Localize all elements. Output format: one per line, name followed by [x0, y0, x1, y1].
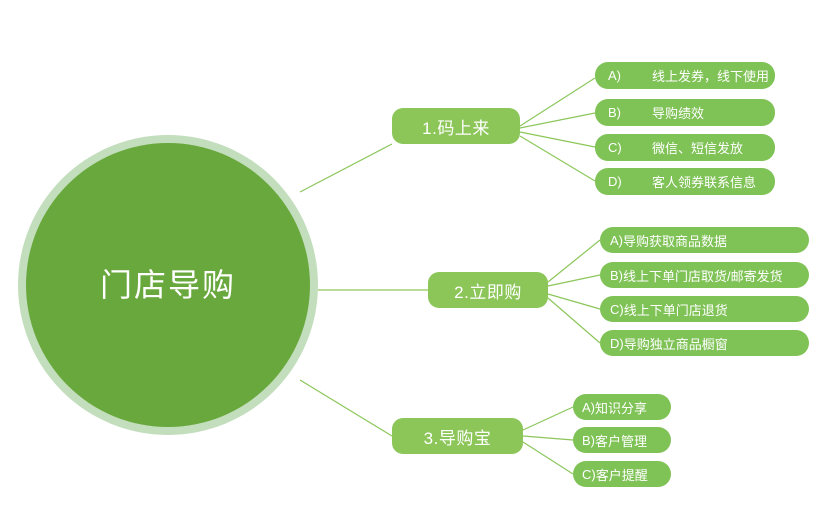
edge-branch-3-leaf-A: [522, 406, 574, 431]
leaf-node-3-a-text: 知识分享: [595, 400, 648, 416]
branch-node-2-label: 2.立即购: [454, 282, 522, 302]
branch-node-1[interactable]: 1.码上来: [392, 108, 520, 144]
leaf-node-2-c-key: C): [610, 301, 624, 317]
leaf-node-2-a[interactable]: A) 导购获取商品数据: [600, 227, 809, 253]
leaf-node-2-b-text: 线上下单门店取货/邮寄发货: [623, 268, 783, 284]
leaf-node-1-c-text: 微信、短信发放: [652, 141, 744, 156]
leaf-node-2-c[interactable]: C) 线上下单门店退货: [600, 296, 809, 322]
leaf-node-1-c[interactable]: C) 微信、短信发放: [595, 134, 775, 161]
leaf-node-3-c-key: C): [582, 466, 596, 482]
leaf-node-1-c-key: C): [608, 140, 622, 155]
leaf-node-1-a-key: A): [608, 68, 621, 83]
edge-branch-2-leaf-D: [547, 297, 601, 344]
branch-node-1-label: 1.码上来: [422, 118, 490, 138]
edge-branch-2-leaf-A: [547, 239, 601, 283]
leaf-node-3-b[interactable]: B) 客户管理: [573, 427, 671, 453]
edge-branch-3-leaf-B: [522, 435, 574, 441]
edge-branch-2-leaf-C: [547, 293, 601, 310]
leaf-node-2-d-text: 导购独立商品橱窗: [623, 336, 728, 352]
leaf-node-2-d-key: D): [610, 335, 624, 351]
edge-branch-1-leaf-B: [519, 112, 596, 129]
leaf-node-2-b[interactable]: B) 线上下单门店取货/邮寄发货: [600, 262, 809, 288]
leaf-node-1-b[interactable]: B) 导购绩效: [595, 99, 775, 126]
leaf-node-1-a[interactable]: A) 线上发券，线下使用: [595, 62, 775, 89]
leaf-node-1-b-text: 导购绩效: [652, 106, 705, 121]
edge-branch-3-leaf-C: [522, 441, 574, 475]
leaf-node-1-d[interactable]: D) 客人领券联系信息: [595, 168, 775, 195]
edge-root-to-branch-1: [299, 143, 393, 193]
leaf-node-3-a-key: A): [582, 399, 595, 415]
root-node[interactable]: 门店导购: [18, 135, 318, 435]
branch-node-3-label: 3.导购宝: [423, 428, 492, 448]
edge-branch-1-leaf-D: [519, 135, 596, 182]
branch-node-2[interactable]: 2.立即购: [428, 272, 548, 308]
leaf-node-3-c-text: 客户提醒: [595, 467, 648, 483]
leaf-node-1-d-key: D): [608, 174, 622, 189]
leaf-node-3-b-text: 客户管理: [595, 433, 648, 449]
leaf-node-1-b-key: B): [608, 105, 621, 120]
root-node-label: 门店导购: [99, 267, 236, 303]
leaf-node-1-d-text: 客人领券联系信息: [652, 175, 757, 190]
leaf-node-2-a-text: 导购获取商品数据: [623, 233, 728, 249]
leaf-node-2-c-text: 线上下单门店退货: [623, 302, 728, 318]
edge-branch-1-leaf-A: [519, 77, 596, 127]
edge-root-to-branch-3: [299, 379, 393, 437]
leaf-node-2-d[interactable]: D) 导购独立商品橱窗: [600, 330, 809, 356]
leaf-node-3-b-key: B): [582, 432, 595, 448]
edge-branch-1-leaf-C: [519, 131, 596, 148]
leaf-node-3-a[interactable]: A) 知识分享: [573, 394, 671, 420]
branch-node-3[interactable]: 3.导购宝: [392, 418, 523, 454]
root-node-inner: 门店导购: [26, 143, 310, 427]
edge-branch-2-leaf-B: [547, 274, 601, 287]
leaf-node-3-c[interactable]: C) 客户提醒: [573, 461, 671, 487]
leaf-node-1-a-text: 线上发券，线下使用: [652, 69, 770, 84]
leaf-node-2-b-key: B): [610, 267, 623, 283]
leaf-node-2-a-key: A): [610, 232, 623, 248]
